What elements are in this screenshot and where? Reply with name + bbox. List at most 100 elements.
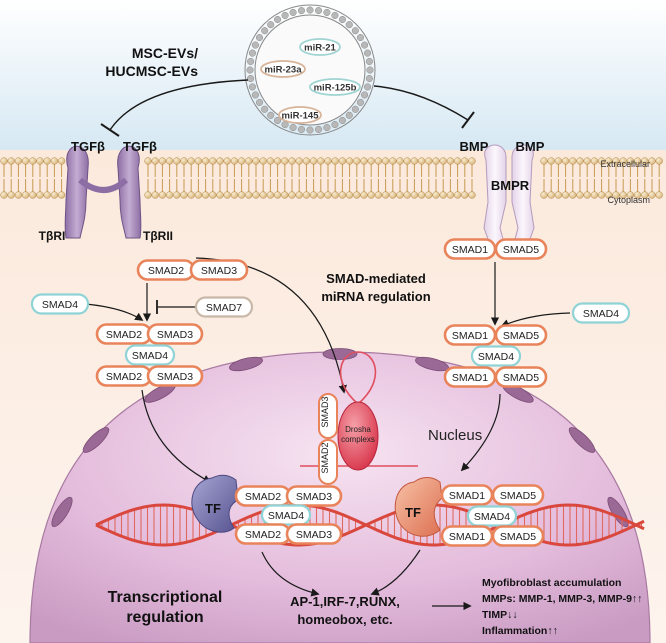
lipid-head xyxy=(626,191,635,199)
mirna-regulation-label-line2: miRNA regulation xyxy=(321,289,430,304)
smad-pill-shape xyxy=(30,293,90,315)
lipid-head xyxy=(626,157,635,165)
cell-membrane xyxy=(0,157,663,199)
smad7-label: SMAD7 xyxy=(206,302,242,314)
lipid-head xyxy=(417,157,426,165)
vesicle-bead xyxy=(251,41,259,49)
lipid-head xyxy=(187,191,195,199)
lipid-head xyxy=(216,191,224,199)
bmp-complex-smad1-bottom-label: SMAD1 xyxy=(452,372,488,384)
smad-pill-shape xyxy=(466,505,518,527)
lipid-head xyxy=(7,191,15,199)
lipid-head xyxy=(641,191,649,199)
lipid-head xyxy=(50,157,59,165)
arrow-smad4-to-complex xyxy=(85,303,144,321)
lipid-head xyxy=(338,157,347,165)
lipid-head xyxy=(252,157,260,165)
vesicle-lipid-heads xyxy=(246,6,374,134)
bmp-smad5-cyto-label: SMAD5 xyxy=(503,244,539,256)
lipid-head xyxy=(273,157,282,165)
smad7: SMAD7 xyxy=(194,296,254,318)
nuc-smad1-bottom-label: SMAD1 xyxy=(449,531,485,543)
arrow-tgf-complex-to-nucleus xyxy=(141,389,212,483)
lipid-head xyxy=(216,157,224,165)
vesicle-bead xyxy=(351,27,359,35)
lipid-head xyxy=(597,191,606,199)
targets-line2: homeobox, etc. xyxy=(297,612,392,627)
tgf-receptor-1-label: TβRI xyxy=(39,229,66,243)
mirna-capsule xyxy=(309,78,361,96)
lipid-head xyxy=(14,191,23,199)
lipid-head xyxy=(633,191,642,199)
lipid-head xyxy=(201,157,210,165)
nuc-smad2-bottom-label: SMAD2 xyxy=(245,529,281,541)
vesicle-bead xyxy=(297,7,306,15)
lipid-head xyxy=(655,157,663,165)
transcription-label-line2: regulation xyxy=(126,609,203,626)
complex-smad2-top-label: SMAD2 xyxy=(106,329,142,341)
lipid-head xyxy=(331,191,339,199)
lipid-head xyxy=(648,157,656,165)
vesicle-bead xyxy=(247,74,255,83)
lipid-head xyxy=(446,191,455,199)
vesicle-bead xyxy=(345,111,353,119)
lipid-head xyxy=(57,157,66,165)
targets-line1: AP-1,IRF-7,RUNX, xyxy=(290,594,400,609)
smad-pill-shape xyxy=(146,323,204,345)
vesicle-bead xyxy=(255,34,264,42)
lipid-head xyxy=(281,157,289,165)
tgf-receptor-complex xyxy=(64,145,142,239)
vesicle-bead xyxy=(289,8,297,16)
tgf-receptor-dimer-bridge xyxy=(78,177,129,193)
vesicle-bead xyxy=(267,111,275,119)
lipid-head xyxy=(360,191,368,199)
pri-mirna-hairpin xyxy=(339,351,377,405)
lipid-head xyxy=(29,157,37,165)
nucleus-label: Nucleus xyxy=(428,427,482,444)
lipid-head xyxy=(309,157,318,165)
arrow-bmp-complex-to-nucleus xyxy=(460,393,501,472)
complex-smad2-bottom-label: SMAD2 xyxy=(106,371,142,383)
lipid-head xyxy=(432,191,440,199)
evs-label-line2: HUCMSC-EVs xyxy=(105,63,198,79)
lipid-head xyxy=(633,157,642,165)
lipid-head xyxy=(338,191,347,199)
lipid-head xyxy=(425,157,433,165)
lipid-head xyxy=(425,191,433,199)
arrow-bmp-dna-to-targets xyxy=(370,549,421,596)
mirna-capsule xyxy=(260,60,306,78)
lipid-head xyxy=(201,191,210,199)
lipid-head xyxy=(410,157,419,165)
nuc-smad2-top-label: SMAD2 xyxy=(245,491,281,503)
lipid-head xyxy=(403,191,411,199)
vesicle-bead xyxy=(356,98,365,106)
complex-smad4: SMAD4 xyxy=(124,344,176,366)
lipid-head xyxy=(374,157,383,165)
vesicle-bead xyxy=(246,66,254,74)
lipid-head xyxy=(223,191,231,199)
bmp-smad1-cyto-label: SMAD1 xyxy=(452,244,488,256)
complex-smad3-top-label: SMAD3 xyxy=(157,329,193,341)
lipid-head xyxy=(381,191,390,199)
vesicle-bead xyxy=(365,57,373,66)
lipid-head xyxy=(353,191,361,199)
smad2-cyto: SMAD2 xyxy=(136,259,196,281)
inhibit-bmp-bar xyxy=(461,111,475,129)
smad-pill-shape xyxy=(491,525,545,547)
lipid-head xyxy=(605,157,613,165)
vesicle-bead xyxy=(247,57,255,66)
lipid-head xyxy=(36,191,44,199)
lipid-head xyxy=(367,157,375,165)
vesicle-bead xyxy=(366,66,374,74)
lipid-head xyxy=(554,157,563,165)
smad-pill-shape xyxy=(494,324,548,346)
lipid-head xyxy=(266,157,275,165)
evs-label-line1: MSC-EVs/ xyxy=(132,45,198,61)
vesicle-bead xyxy=(248,83,256,91)
lipid-head xyxy=(468,191,476,199)
lipid-head xyxy=(317,157,325,165)
lipid-head xyxy=(194,191,203,199)
mirna-capsule xyxy=(278,106,322,124)
vesicle-bead xyxy=(314,125,323,133)
